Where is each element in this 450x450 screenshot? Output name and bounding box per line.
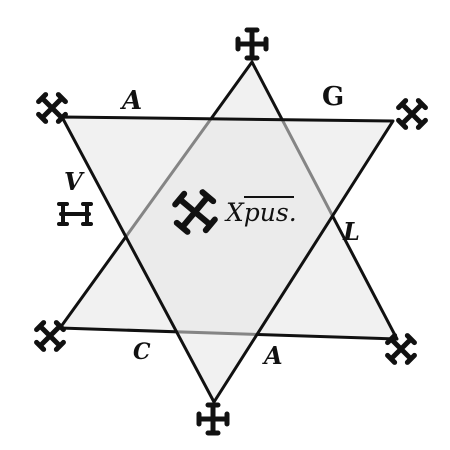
- label-left-v: V: [64, 167, 83, 196]
- center-cross-icon: [172, 189, 218, 235]
- label-bottom-right: A: [264, 341, 283, 370]
- label-right-l: L: [343, 217, 360, 246]
- downward-triangle: [60, 115, 395, 404]
- abbreviation-bar: [244, 196, 294, 198]
- cross-upper-right-icon: [396, 98, 428, 130]
- cross-top-icon: [235, 27, 269, 61]
- label-top-left: A: [122, 86, 143, 116]
- center-text: Xpus.: [226, 198, 297, 227]
- cross-bottom-icon: [196, 402, 230, 436]
- label-bottom-left: C: [133, 339, 151, 365]
- left-side-cross-icon: [57, 202, 93, 226]
- label-top-right: G: [322, 82, 345, 112]
- cross-lower-left-icon: [34, 320, 66, 352]
- cross-lower-right-icon: [385, 333, 417, 365]
- cross-upper-left-icon: [36, 92, 68, 124]
